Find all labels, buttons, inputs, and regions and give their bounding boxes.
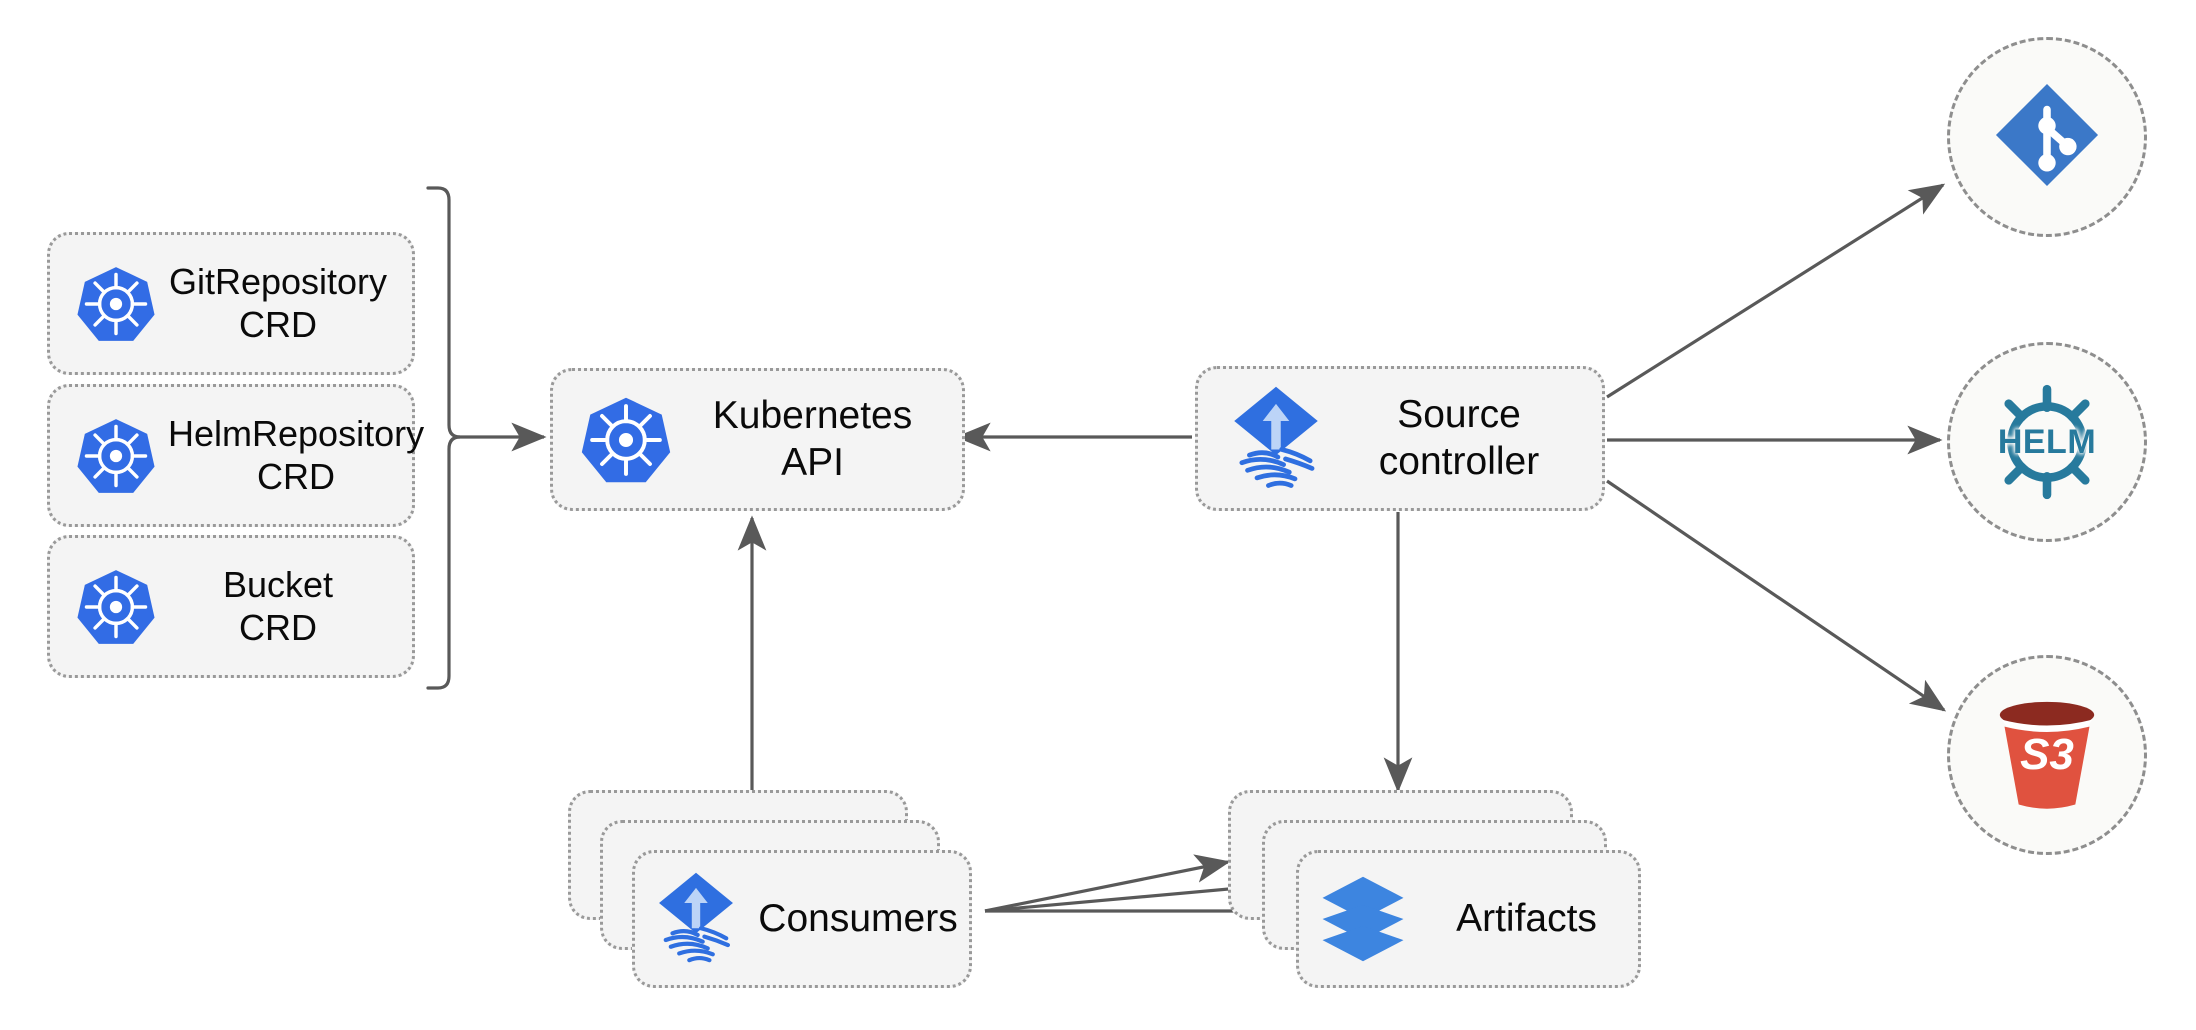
node-label: Source controller — [1378, 393, 1540, 483]
node-label: GitRepository CRD — [168, 261, 388, 345]
node-source-controller[interactable]: Source controller — [1195, 366, 1605, 511]
helm-wordmark: HELM — [1997, 422, 2097, 461]
node-label: Artifacts — [1456, 897, 1597, 940]
node-label: Kubernetes API — [712, 394, 913, 484]
node-s3-source[interactable]: S3 — [1947, 655, 2147, 855]
node-helm-source[interactable]: HELM — [1947, 342, 2147, 542]
s3-wordmark: S3 — [2020, 730, 2074, 779]
kubernetes-icon — [567, 393, 685, 487]
kubernetes-icon — [64, 415, 168, 497]
node-gitrepository-crd[interactable]: GitRepository CRD — [47, 232, 415, 375]
flux-icon — [645, 867, 747, 971]
node-bucket-crd[interactable]: Bucket CRD — [47, 535, 415, 678]
artifacts-card-front[interactable]: Artifacts — [1296, 850, 1641, 988]
node-helmrepository-crd[interactable]: HelmRepository CRD — [47, 384, 424, 527]
edge-controller-to-git — [1606, 183, 1946, 399]
edge-controller-to-s3 — [1606, 479, 1947, 712]
kubernetes-icon — [64, 263, 168, 345]
s3-bucket-icon: S3 — [1985, 696, 2109, 814]
consumers-card-front[interactable]: Consumers — [632, 850, 972, 988]
node-label: Bucket CRD — [222, 564, 334, 648]
node-consumers[interactable]: Consumers — [568, 790, 972, 990]
git-icon — [1989, 77, 2105, 198]
node-label: HelmRepository CRD — [168, 413, 425, 497]
node-kubernetes-api[interactable]: Kubernetes API — [550, 368, 965, 511]
helm-icon: HELM — [1981, 376, 2113, 508]
node-label: Consumers — [758, 897, 958, 940]
edge-consumers-to-artifacts-mid — [984, 874, 1265, 913]
edge-consumers-to-artifacts-back — [984, 854, 1231, 913]
layers-icon — [1311, 873, 1415, 965]
node-artifacts[interactable]: Artifacts — [1228, 790, 1641, 990]
flux-icon — [1216, 383, 1336, 495]
node-git-source[interactable] — [1947, 37, 2147, 237]
kubernetes-icon — [64, 566, 168, 648]
